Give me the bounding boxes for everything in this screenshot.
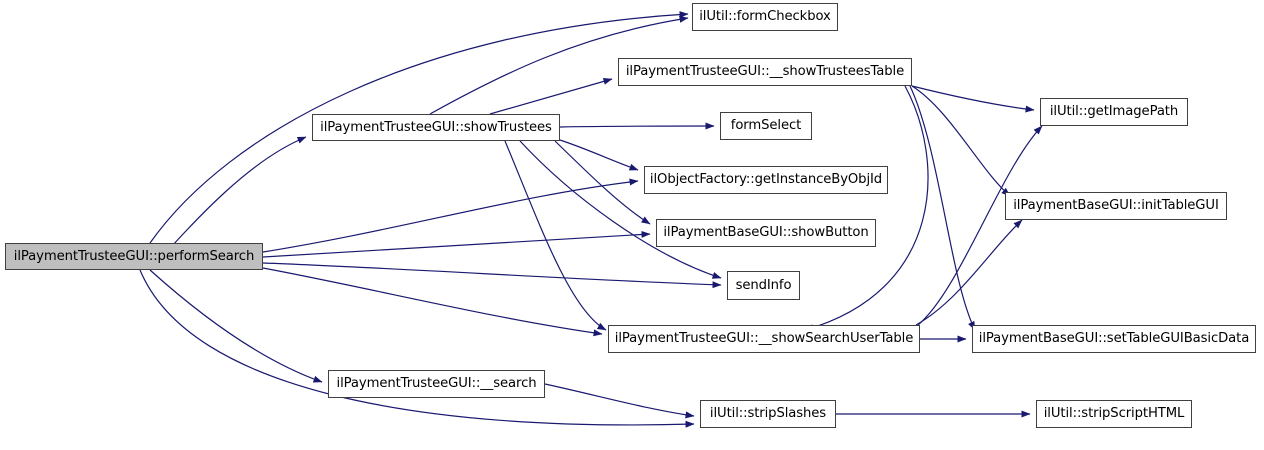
graph-node-label: ilPaymentTrusteeGUI::showTrustees (320, 119, 552, 135)
graph-node-formSelect[interactable]: formSelect (720, 112, 812, 140)
edge-showTrustees-to-showTrusteesTable (489, 77, 613, 115)
graph-node-label: ilPaymentTrusteeGUI::__showSearchUserTab… (614, 331, 914, 347)
edge-performSearch-to-showButton (262, 230, 651, 258)
edge-showTrusteesTable-to-sendInfo (804, 85, 929, 332)
edge-showSearchUserTable-to-getImagePath (917, 125, 1043, 326)
graph-node-setTableGUIBasicData[interactable]: ilPaymentBaseGUI::setTableGUIBasicData (972, 325, 1256, 353)
edge-performSearch-to-search (149, 269, 323, 383)
edge-showSearchUserTable-to-initTableGUI (915, 219, 1023, 326)
edge-showTrusteesTable-to-initTableGUI (911, 85, 1011, 197)
graph-node-label: formSelect (730, 118, 802, 134)
graph-node-stripSlashes[interactable]: ilUtil::stripSlashes (700, 400, 836, 428)
graph-node-search[interactable]: ilPaymentTrusteeGUI::__search (328, 370, 545, 398)
graph-node-getInstanceByObjId[interactable]: ilObjectFactory::getInstanceByObjId (644, 166, 888, 194)
graph-node-label: ilUtil::stripSlashes (709, 406, 827, 422)
graph-node-initTableGUI[interactable]: ilPaymentBaseGUI::initTableGUI (1005, 192, 1227, 220)
edge-performSearch-to-showSearchUserTable (262, 267, 603, 337)
graph-node-label: ilPaymentTrusteeGUI::__search (336, 376, 537, 392)
graph-node-formCheckbox[interactable]: ilUtil::formCheckbox (692, 3, 838, 31)
edge-showTrusteesTable-to-getImagePath (911, 85, 1035, 113)
graph-node-label: ilObjectFactory::getInstanceByObjId (649, 172, 883, 188)
edge-performSearch-to-getInstanceByObjId (262, 178, 639, 253)
edge-showTrustees-to-showSearchUserTable (504, 140, 607, 331)
graph-node-label: ilPaymentBaseGUI::showButton (663, 225, 869, 241)
graph-node-label: sendInfo (735, 277, 792, 293)
graph-node-label: ilPaymentTrusteeGUI::__showTrusteesTable (625, 64, 905, 80)
graph-node-showTrustees[interactable]: ilPaymentTrusteeGUI::showTrustees (312, 114, 560, 141)
graph-node-label: ilPaymentBaseGUI::setTableGUIBasicData (978, 331, 1250, 347)
graph-node-label: ilPaymentTrusteeGUI::performSearch (13, 248, 255, 264)
edge-search-to-stripSlashes (544, 383, 695, 419)
edge-showTrusteesTable-to-setTableGUIBasicData (909, 85, 976, 331)
graph-node-label: ilUtil::getImagePath (1049, 104, 1179, 120)
graph-node-performSearch[interactable]: ilPaymentTrusteeGUI::performSearch (5, 243, 263, 270)
graph-node-label: ilPaymentBaseGUI::initTableGUI (1013, 198, 1219, 214)
graph-node-showTrusteesTable[interactable]: ilPaymentTrusteeGUI::__showTrusteesTable (618, 58, 912, 86)
edge-showTrustees-to-sendInfo (519, 140, 722, 279)
graph-node-label: ilUtil::formCheckbox (699, 9, 831, 25)
graph-node-sendInfo[interactable]: sendInfo (727, 271, 800, 300)
graph-node-stripScriptHTML[interactable]: ilUtil::stripScriptHTML (1036, 400, 1192, 428)
edge-showTrustees-to-formSelect (559, 122, 715, 130)
edge-showTrustees-to-showButton (554, 140, 651, 225)
edge-performSearch-to-sendInfo (262, 262, 722, 289)
graph-node-getImagePath[interactable]: ilUtil::getImagePath (1040, 98, 1188, 126)
graph-node-showButton[interactable]: ilPaymentBaseGUI::showButton (656, 219, 876, 247)
graph-node-label: ilUtil::stripScriptHTML (1043, 406, 1185, 422)
edge-showTrustees-to-getInstanceByObjId (559, 139, 639, 171)
graph-node-showSearchUserTable[interactable]: ilPaymentTrusteeGUI::__showSearchUserTab… (608, 325, 920, 353)
